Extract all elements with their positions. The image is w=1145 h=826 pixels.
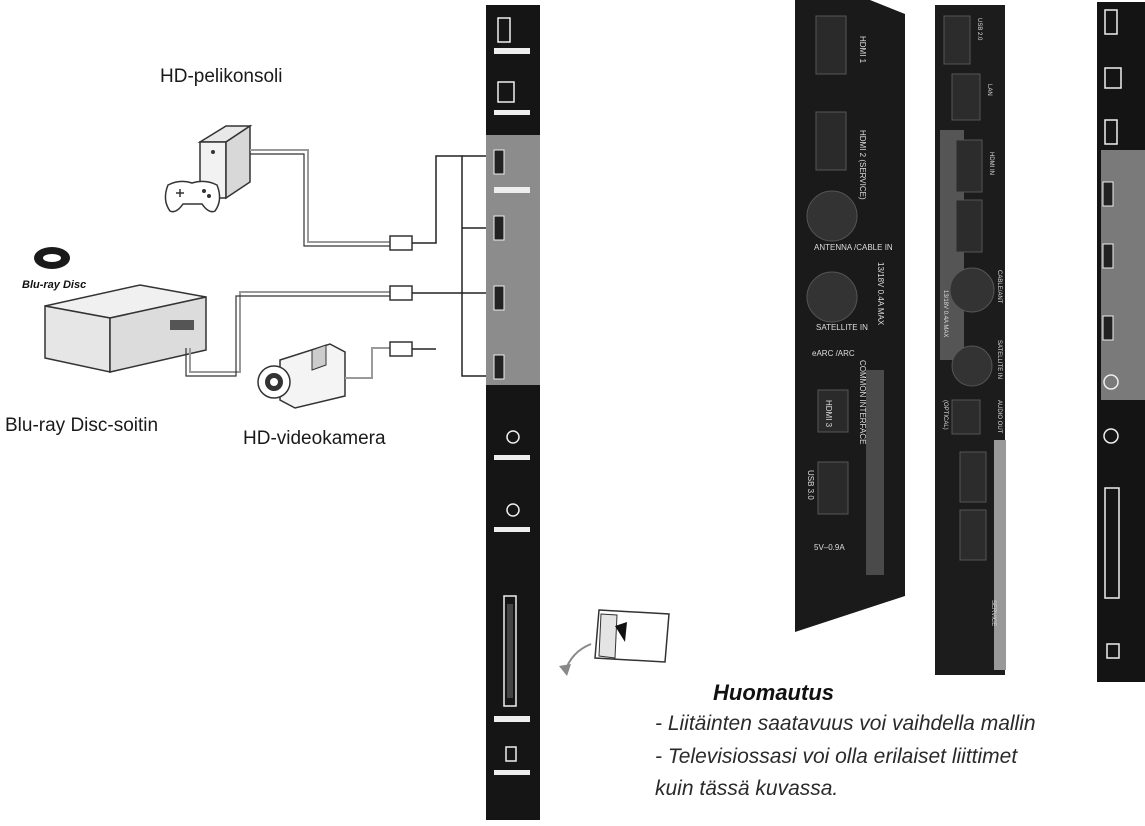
hdmi-plugs (389, 235, 413, 357)
label-antenna: ANTENNA /CABLE IN (814, 243, 893, 252)
tv-panel-center: HDMI 1 HDMI 2 (SERVICE) ANTENNA /CABLE I… (795, 0, 905, 632)
hdmi-cables (189, 149, 390, 379)
label-earc: eARC /ARC (812, 349, 855, 358)
ci-card-illustration (559, 609, 670, 676)
label-bluray-player: Blu-ray Disc-soitin (5, 415, 159, 436)
label-hdmi3: HDMI 3 (824, 400, 833, 428)
label-power-right: 13/18V 0.4A MAX (942, 290, 948, 337)
note-line-3: kuin tässä kuvassa. (655, 777, 839, 800)
connection-diagram: Blu-ray Disc (22, 5, 540, 820)
label-camcorder: HD-videokamera (243, 428, 386, 449)
note-line-1: - Liitäinten saatavuus voi vaihdella mal… (655, 712, 1036, 735)
label-optical-right: (OPTICAL) (942, 400, 948, 430)
connector-bracket (412, 155, 486, 377)
bluray-logo-text: Blu-ray Disc (22, 279, 86, 291)
label-common-interface-center: COMMON INTERFACE (858, 360, 867, 444)
label-satellite-right: SATELLITE IN (996, 340, 1002, 379)
bluray-logo: Blu-ray Disc (22, 247, 86, 291)
tv-panel-right: USB 2.0 LAN HDMI IN CABLE/ANT SATELLITE … (935, 5, 1006, 675)
label-usb3: USB 3.0 (806, 470, 815, 500)
note-line-2: - Televisiossasi voi olla erilaiset liit… (655, 745, 1018, 768)
label-usb-power: 5V–0.9A (814, 543, 845, 552)
camcorder-icon (257, 343, 346, 409)
note-title: Huomautus (713, 680, 834, 705)
tv-panel-left (486, 5, 540, 820)
label-hdmi1: HDMI 1 (858, 36, 867, 64)
label-service-right: SERVICE (990, 600, 996, 626)
gamepad-icon (164, 180, 221, 213)
label-lan-right: LAN (986, 84, 992, 96)
tv-panel-far-right (1097, 2, 1145, 682)
hdmi-cable-outlines (185, 153, 390, 377)
label-satellite-center: SATELLITE IN (816, 323, 868, 332)
label-sat-power: 13/18V 0.4A MAX (876, 262, 885, 326)
label-hdmi2: HDMI 2 (SERVICE) (858, 130, 867, 200)
label-cable-ant: CABLE/ANT (996, 270, 1002, 304)
label-hdmi-in-right: HDMI IN (988, 152, 994, 175)
bluray-player-icon (44, 284, 207, 373)
label-game-console: HD-pelikonsoli (160, 66, 283, 87)
label-usb-right: USB 2.0 (976, 18, 982, 41)
label-audio-out: AUDIO OUT (996, 400, 1002, 434)
